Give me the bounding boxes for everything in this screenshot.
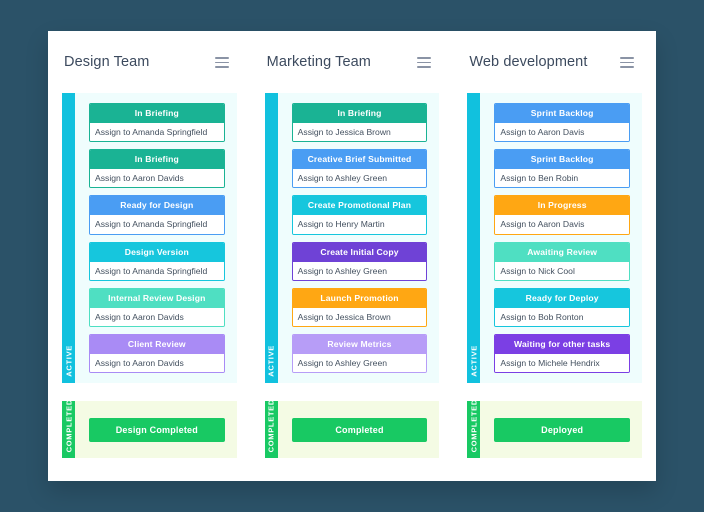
task-card-assignee: Assign to Ben Robin [495, 169, 630, 188]
task-card-assignee: Assign to Aaron Davis [495, 123, 630, 142]
task-card-title: Waiting for other tasks [495, 334, 630, 354]
swimlane-completed-label: COMPLETED [64, 398, 73, 452]
task-card-title: Sprint Backlog [495, 104, 630, 123]
swimlane-completed-body: Completed [278, 401, 440, 458]
swimlane-completed-label: COMPLETED [469, 398, 479, 452]
column-header: Web development [467, 31, 642, 93]
swimlane-completed-label: COMPLETED [266, 398, 276, 452]
task-card-title: Design Version [90, 242, 224, 262]
task-card-title: Sprint Backlog [495, 150, 630, 170]
task-card-assignee: Assign to Bob Ronton [495, 307, 630, 326]
task-card-title: Launch Promotion [292, 288, 427, 308]
column-header: Design Team [62, 31, 237, 93]
swimlane-active-label: ACTIVE [64, 345, 73, 377]
swimlane-active-strip: ACTIVE [467, 93, 481, 383]
completed-task-card[interactable]: Deployed [494, 417, 631, 442]
column-title: Design Team [64, 54, 150, 70]
completed-task-card[interactable]: Design Completed [89, 417, 225, 442]
task-card-title: In Briefing [292, 104, 427, 123]
task-card-assignee: Assign to Ashley Green [292, 169, 427, 188]
hamburger-menu-icon[interactable] [620, 56, 635, 68]
task-card-assignee: Assign to Aaron Davis [495, 215, 630, 234]
task-card-title: Ready for Design [90, 196, 224, 216]
column-title: Marketing Team [266, 54, 371, 70]
completed-task-card[interactable]: Completed [291, 417, 428, 442]
swimlane-completed: COMPLETED Completed [264, 398, 440, 458]
task-card-title: Awaiting Review [495, 242, 630, 262]
task-card-assignee: Assign to Michele Hendrix [495, 353, 630, 373]
swimlane-completed-strip: COMPLETED [467, 398, 481, 458]
task-card-assignee: Assign to Jessica Brown [292, 123, 427, 142]
task-card-assignee: Assign to Aaron Davids [90, 353, 224, 373]
task-card-assignee: Assign to Aaron Davids [90, 169, 224, 188]
task-card-title: Internal Review Design [90, 288, 224, 308]
task-card-title: Client Review [90, 334, 224, 354]
swimlane-completed: COMPLETED Design Completed [62, 398, 237, 458]
task-card-title: In Progress [495, 196, 630, 216]
task-card-assignee: Assign to Jessica Brown [292, 307, 427, 326]
task-card-assignee: Assign to Aaron Davids [90, 307, 224, 326]
swimlane-completed: COMPLETED Deployed [467, 398, 643, 458]
task-card-assignee: Assign to Amanda Springfield [90, 123, 224, 142]
task-card-title: Create Promotional Plan [292, 196, 427, 216]
task-card-title: In Briefing [90, 150, 224, 170]
swimlane-active-label: ACTIVE [266, 345, 276, 377]
column-header: Marketing Team [265, 31, 440, 93]
swimlane-completed-body: Deployed [480, 401, 642, 458]
swimlane-active-strip: ACTIVE [264, 93, 278, 383]
swimlane-completed-strip: COMPLETED [264, 398, 278, 458]
hamburger-menu-icon[interactable] [214, 56, 229, 68]
swimlane-completed-strip: COMPLETED [62, 398, 75, 458]
task-card-title: Ready for Deploy [495, 288, 630, 308]
swimlane-active-strip: ACTIVE [62, 93, 75, 383]
swimlane-active-label: ACTIVE [469, 345, 479, 377]
task-card-assignee: Assign to Amanda Springfield [90, 261, 224, 280]
swimlane-completed-body: Design Completed [75, 401, 237, 458]
task-card-title: In Briefing [90, 104, 224, 123]
task-card-assignee: Assign to Ashley Green [292, 261, 427, 280]
task-card-assignee: Assign to Ashley Green [292, 353, 427, 373]
hamburger-menu-icon[interactable] [417, 56, 432, 68]
column-title: Web development [469, 54, 588, 70]
task-card-title: Creative Brief Submitted [292, 150, 427, 170]
task-card-assignee: Assign to Henry Martin [292, 215, 427, 234]
task-card-assignee: Assign to Amanda Springfield [90, 215, 224, 234]
task-card-title: Create Initial Copy [292, 242, 427, 262]
task-card-title: Review Metrics [292, 334, 427, 354]
task-card-assignee: Assign to Nick Cool [495, 261, 630, 280]
